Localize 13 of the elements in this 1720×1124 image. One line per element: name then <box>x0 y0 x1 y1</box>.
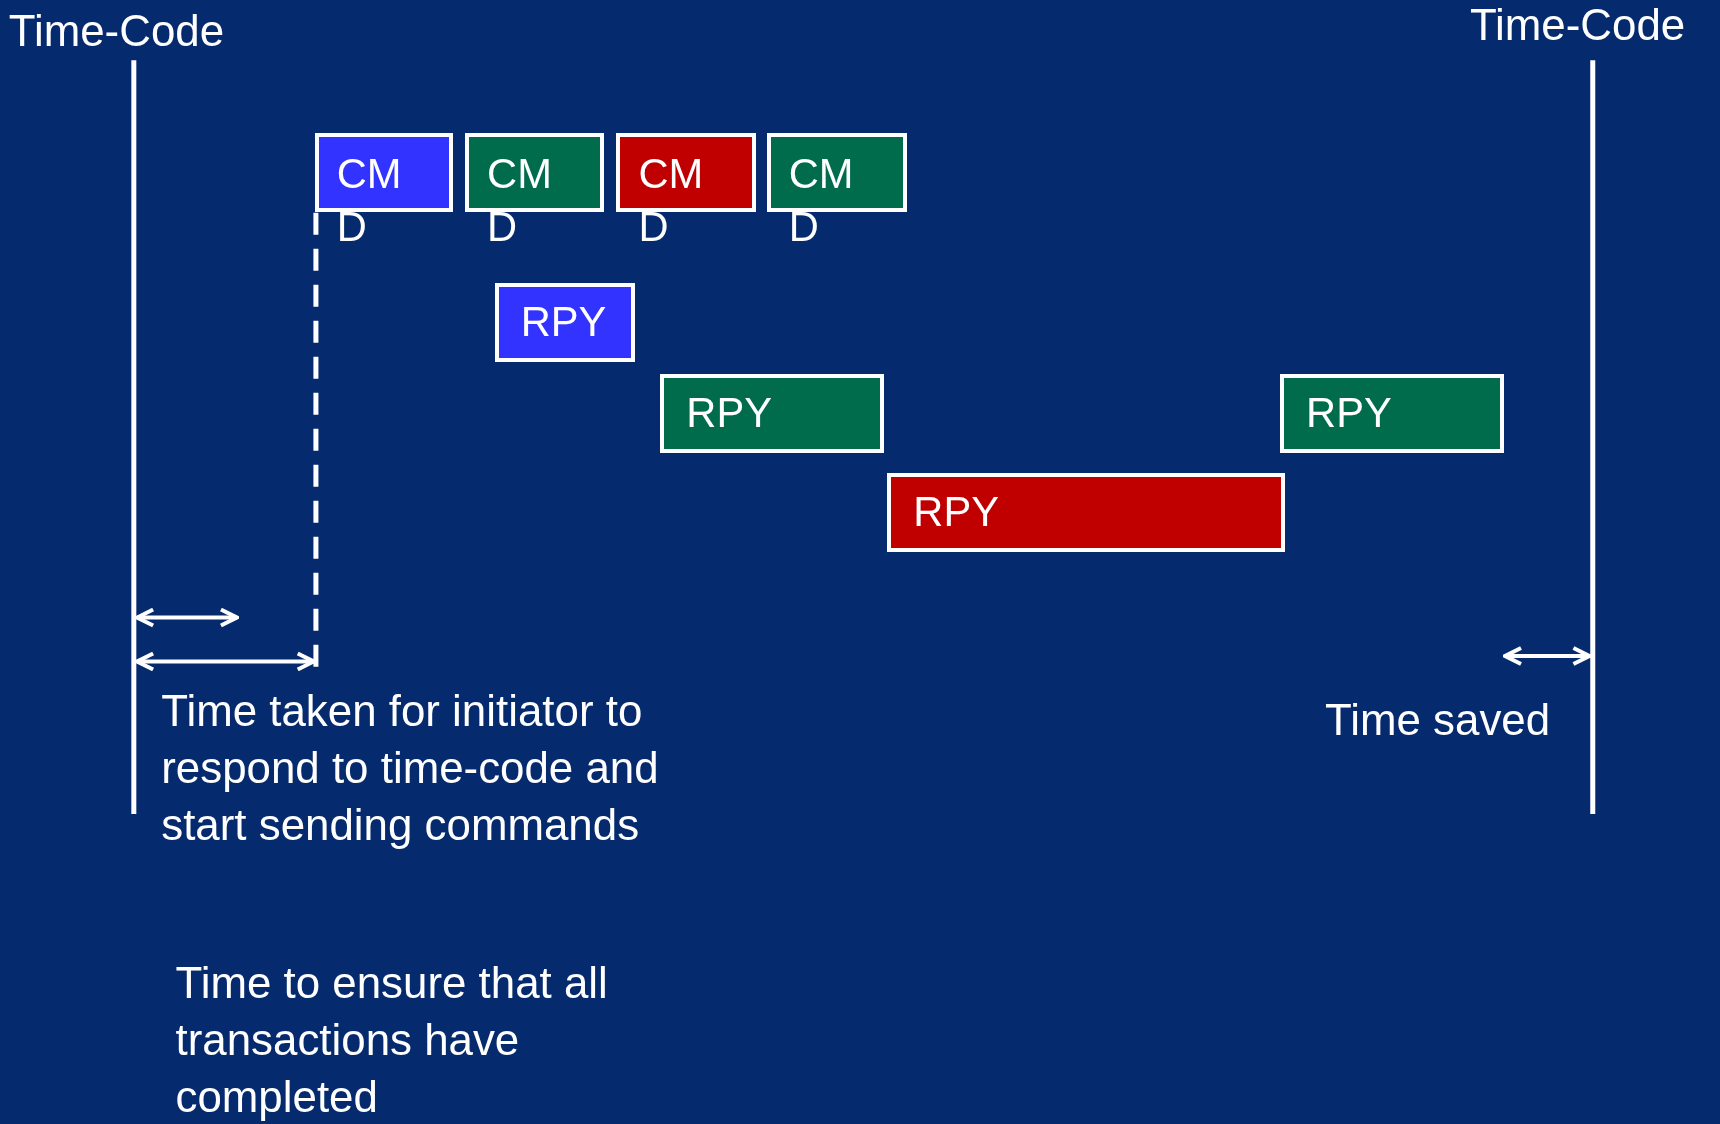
reply-box: RPY <box>660 374 885 453</box>
time-code-label: Time-Code <box>8 5 226 58</box>
note-text: Time to ensure that all transactions have completed <box>175 957 609 1124</box>
reply-box: RPY <box>887 472 1285 552</box>
box-label: CMD <box>638 149 705 252</box>
reply-box: RPY <box>494 283 636 362</box>
box-label: CMD <box>788 149 855 252</box>
time-code-label: Time-Code <box>1469 0 1687 51</box>
note-text: Time saved <box>1325 694 1552 747</box>
box-label: CMD <box>487 149 553 252</box>
reply-box: RPY <box>1280 374 1504 453</box>
box-label: CMD <box>336 149 403 252</box>
note-text: Time taken for initiator to respond to time-code and start sending commands <box>161 685 660 852</box>
